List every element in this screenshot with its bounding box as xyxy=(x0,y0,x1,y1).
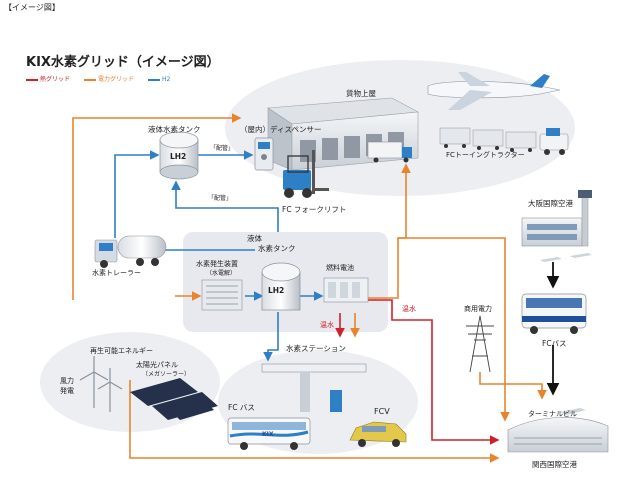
generator-sub-label: （水電解） xyxy=(206,270,237,277)
lh2-tank-top-illustration xyxy=(159,131,199,180)
power-tower-illustration xyxy=(466,315,494,373)
fc-bus-bottom-illustration xyxy=(227,417,311,450)
renewable-label: 再生可能エネルギー xyxy=(90,347,153,355)
osaka-airport-illustration xyxy=(521,190,592,262)
fc-towing-label: FCトーイングトラクター xyxy=(446,151,525,159)
delivery-top-label: 「配管」 xyxy=(210,145,235,152)
cargo-building-illustration xyxy=(267,97,420,171)
generator-label: 水素発生装置 xyxy=(196,260,238,268)
commercial-power-label: 商用電力 xyxy=(464,305,492,313)
fc-forklift-label: FC フォークリフト xyxy=(282,205,347,214)
lh2-top-label: LH2 xyxy=(170,152,187,161)
cargo-building-label: 貨物上屋 xyxy=(346,89,376,98)
solar-label-line1: 太陽光パネル xyxy=(136,361,178,369)
generator-illustration xyxy=(201,279,243,311)
solar-panel-illustration xyxy=(130,378,218,420)
hydrogen-station-label: 水素ステーション xyxy=(286,344,346,353)
fcv-illustration xyxy=(349,421,407,447)
legend-power-label: 電力グリッド xyxy=(98,76,135,83)
bus-plate-label: KIX xyxy=(262,431,274,438)
forklift-illustration xyxy=(283,150,329,198)
fcv-label: FCV xyxy=(374,407,390,416)
trailer-illustration xyxy=(94,235,167,268)
airplane-top-illustration xyxy=(427,72,561,110)
legend-h2-label: H2 xyxy=(162,76,171,83)
fuel-cell-illustration xyxy=(323,277,369,303)
liquid-tank-label: 液体水素タンク xyxy=(148,125,201,134)
solar-label-line2: （メガソーラー） xyxy=(142,371,191,378)
hot-water-mid-label: 温水 xyxy=(320,321,334,329)
wind-turbine-illustration xyxy=(79,356,123,412)
fuel-cell-label: 燃料電池 xyxy=(326,264,354,272)
hot-water-right-label: 温水 xyxy=(402,305,416,313)
legend-heat-label: 熱グリッド xyxy=(40,76,71,83)
caption: 【イメージ図】 xyxy=(4,3,60,12)
kansai-airport-label: 関西国際空港 xyxy=(532,460,577,469)
fc-bus-bottom-label: FC バス xyxy=(228,403,255,412)
osaka-airport-label: 大阪国際空港 xyxy=(528,199,573,208)
power-grid-lines xyxy=(72,113,547,463)
dispenser-label: （屋内）ディスペンサー xyxy=(240,125,322,134)
delivery-mid-label: 「配管」 xyxy=(208,195,233,202)
terminal-illustration xyxy=(507,408,609,453)
liquid-tank2-label-line2: 水素タンク xyxy=(258,244,296,253)
lh2-mid-label: LH2 xyxy=(268,286,285,295)
heat-grid-lines xyxy=(335,299,500,445)
fc-bus-right-label: FCバス xyxy=(542,339,567,348)
fc-bus-right-illustration xyxy=(521,293,587,334)
diagram-title: KIX水素グリッド（イメージ図） xyxy=(26,55,220,70)
wind-label-line2: 発電 xyxy=(60,387,74,395)
dispenser-illustration xyxy=(254,137,274,171)
hydrogen-station-illustration xyxy=(261,363,367,412)
wind-label-line1: 風力 xyxy=(60,377,74,385)
h2-lines xyxy=(114,150,324,362)
lh2-tank-mid-illustration xyxy=(261,262,301,311)
liquid-tank2-label-line1: 液体 xyxy=(247,234,262,243)
terminal-label: ターミナルビル xyxy=(528,410,577,418)
hydrogen-trailer-label: 水素トレーラー xyxy=(92,269,141,277)
towing-tractor-illustration xyxy=(439,127,569,155)
